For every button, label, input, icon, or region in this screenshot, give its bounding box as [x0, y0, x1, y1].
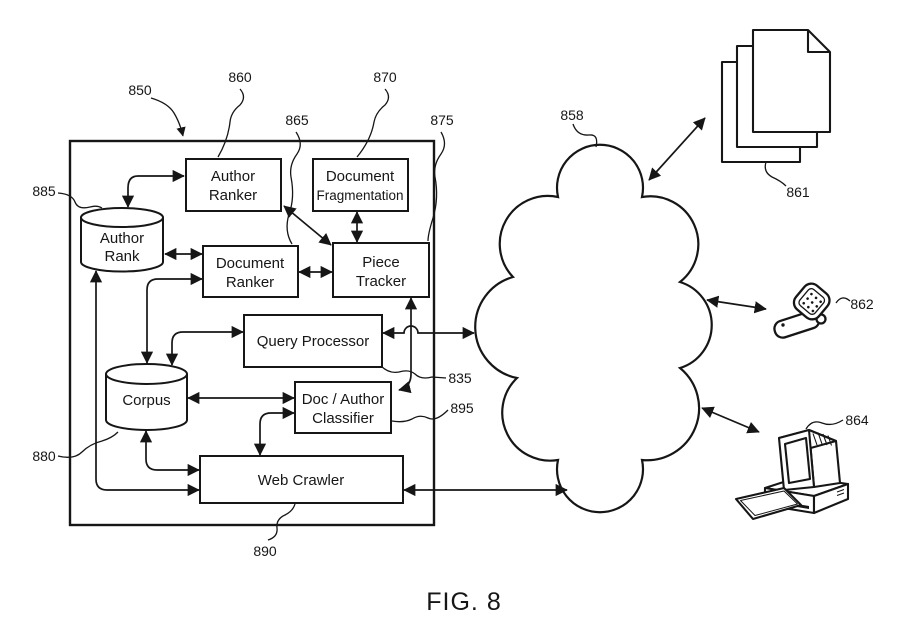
ref-865: 865: [285, 112, 309, 128]
computer-case-side-slots: [836, 488, 845, 497]
arrow-author-rank-web-crawler: [89, 270, 200, 497]
arrow-author-rank-author-ranker: [121, 169, 185, 208]
corpus-label: Corpus: [122, 392, 170, 409]
document-fragmentation-label: Document: [326, 168, 395, 185]
piece-tracker-label: Tracker: [356, 273, 406, 290]
piece-tracker-label: Piece: [362, 254, 400, 271]
phone-keypad-dots: [802, 292, 822, 313]
corpus-cylinder: Corpus: [105, 363, 188, 431]
ref-895: 895: [450, 400, 474, 416]
piece-tracker-box: Piece Tracker: [332, 242, 430, 298]
phone-mic-dot: [781, 323, 785, 327]
ref-850: 850: [128, 82, 152, 98]
cell-phone-icon: [773, 282, 831, 339]
leader-858: [572, 123, 598, 148]
leader-865: [286, 131, 301, 245]
web-crawler-box: Web Crawler: [199, 455, 404, 504]
monitor-screen: [783, 436, 812, 485]
query-processor-label: Query Processor: [257, 333, 370, 350]
leader-885: [57, 192, 103, 209]
author-ranker-label: Ranker: [209, 187, 257, 204]
ref-864: 864: [845, 412, 869, 428]
ref-860: 860: [228, 69, 252, 85]
arrow-author-ranker-piece-tracker: [283, 205, 332, 246]
leader-880: [57, 431, 119, 458]
leader-850: [150, 97, 186, 137]
ref-861: 861: [786, 184, 810, 200]
author-rank-label: Rank: [104, 248, 140, 265]
author-ranker-label: Author: [211, 168, 255, 185]
leader-870: [356, 88, 390, 158]
desktop-computer-icon: [734, 428, 850, 521]
documents-icon: [720, 28, 832, 164]
leader-864: [805, 419, 844, 430]
query-processor-box: Query Processor: [243, 314, 383, 368]
leader-835: [380, 365, 447, 379]
ref-885: 885: [32, 183, 56, 199]
document-page-front: [751, 28, 832, 134]
doc-author-classifier-label: Classifier: [312, 410, 374, 427]
doc-author-classifier-label: Doc / Author: [302, 391, 385, 408]
leader-875: [427, 131, 446, 242]
arrow-cloud-cell-phone: [706, 295, 767, 314]
leader-860: [217, 88, 245, 158]
document-ranker-label: Document: [216, 255, 285, 272]
ref-875: 875: [430, 112, 454, 128]
ref-858: 858: [560, 107, 584, 123]
phone-screen-rim: [798, 288, 826, 315]
arrow-corpus-query-processor: [165, 325, 244, 366]
figure-caption: FIG. 8: [426, 588, 501, 616]
author-rank-cylinder: Author Rank: [80, 207, 164, 273]
arrow-doc-author-classifier-web-crawler: [253, 406, 295, 456]
arrow-piece-tracker-doc-author-classifier: [398, 297, 418, 394]
leader-890: [267, 503, 296, 541]
monitor-top-vents: [812, 432, 833, 446]
ref-870: 870: [373, 69, 397, 85]
ref-890: 890: [253, 543, 277, 559]
web-crawler-label: Web Crawler: [258, 472, 344, 489]
document-ranker-box: Document Ranker: [202, 245, 299, 298]
document-ranker-label: Ranker: [226, 274, 274, 291]
network-cloud: [474, 143, 713, 514]
arrow-corpus-document-ranker: [140, 272, 203, 364]
author-ranker-box: Author Ranker: [185, 158, 282, 212]
arrow-cloud-desktop-computer: [701, 406, 760, 434]
arrow-cloud-documents: [648, 117, 706, 181]
keyboard-inner: [740, 490, 798, 516]
document-dogear: [806, 30, 830, 54]
leader-895: [391, 409, 449, 423]
leader-862: [835, 297, 851, 304]
arrow-corpus-web-crawler: [139, 430, 200, 477]
document-fragmentation-box: Document Fragmentation: [312, 158, 409, 212]
author-rank-label: Author: [100, 230, 144, 247]
leader-861: [764, 161, 787, 187]
arrow-query-processor-cloud: [382, 325, 475, 340]
document-fragmentation-label: Fragmentation: [316, 188, 403, 203]
ref-880: 880: [32, 448, 56, 464]
ref-862: 862: [850, 296, 874, 312]
ref-835: 835: [448, 370, 472, 386]
doc-author-classifier-box: Doc / Author Classifier: [294, 381, 392, 434]
keyboard: [734, 486, 803, 521]
